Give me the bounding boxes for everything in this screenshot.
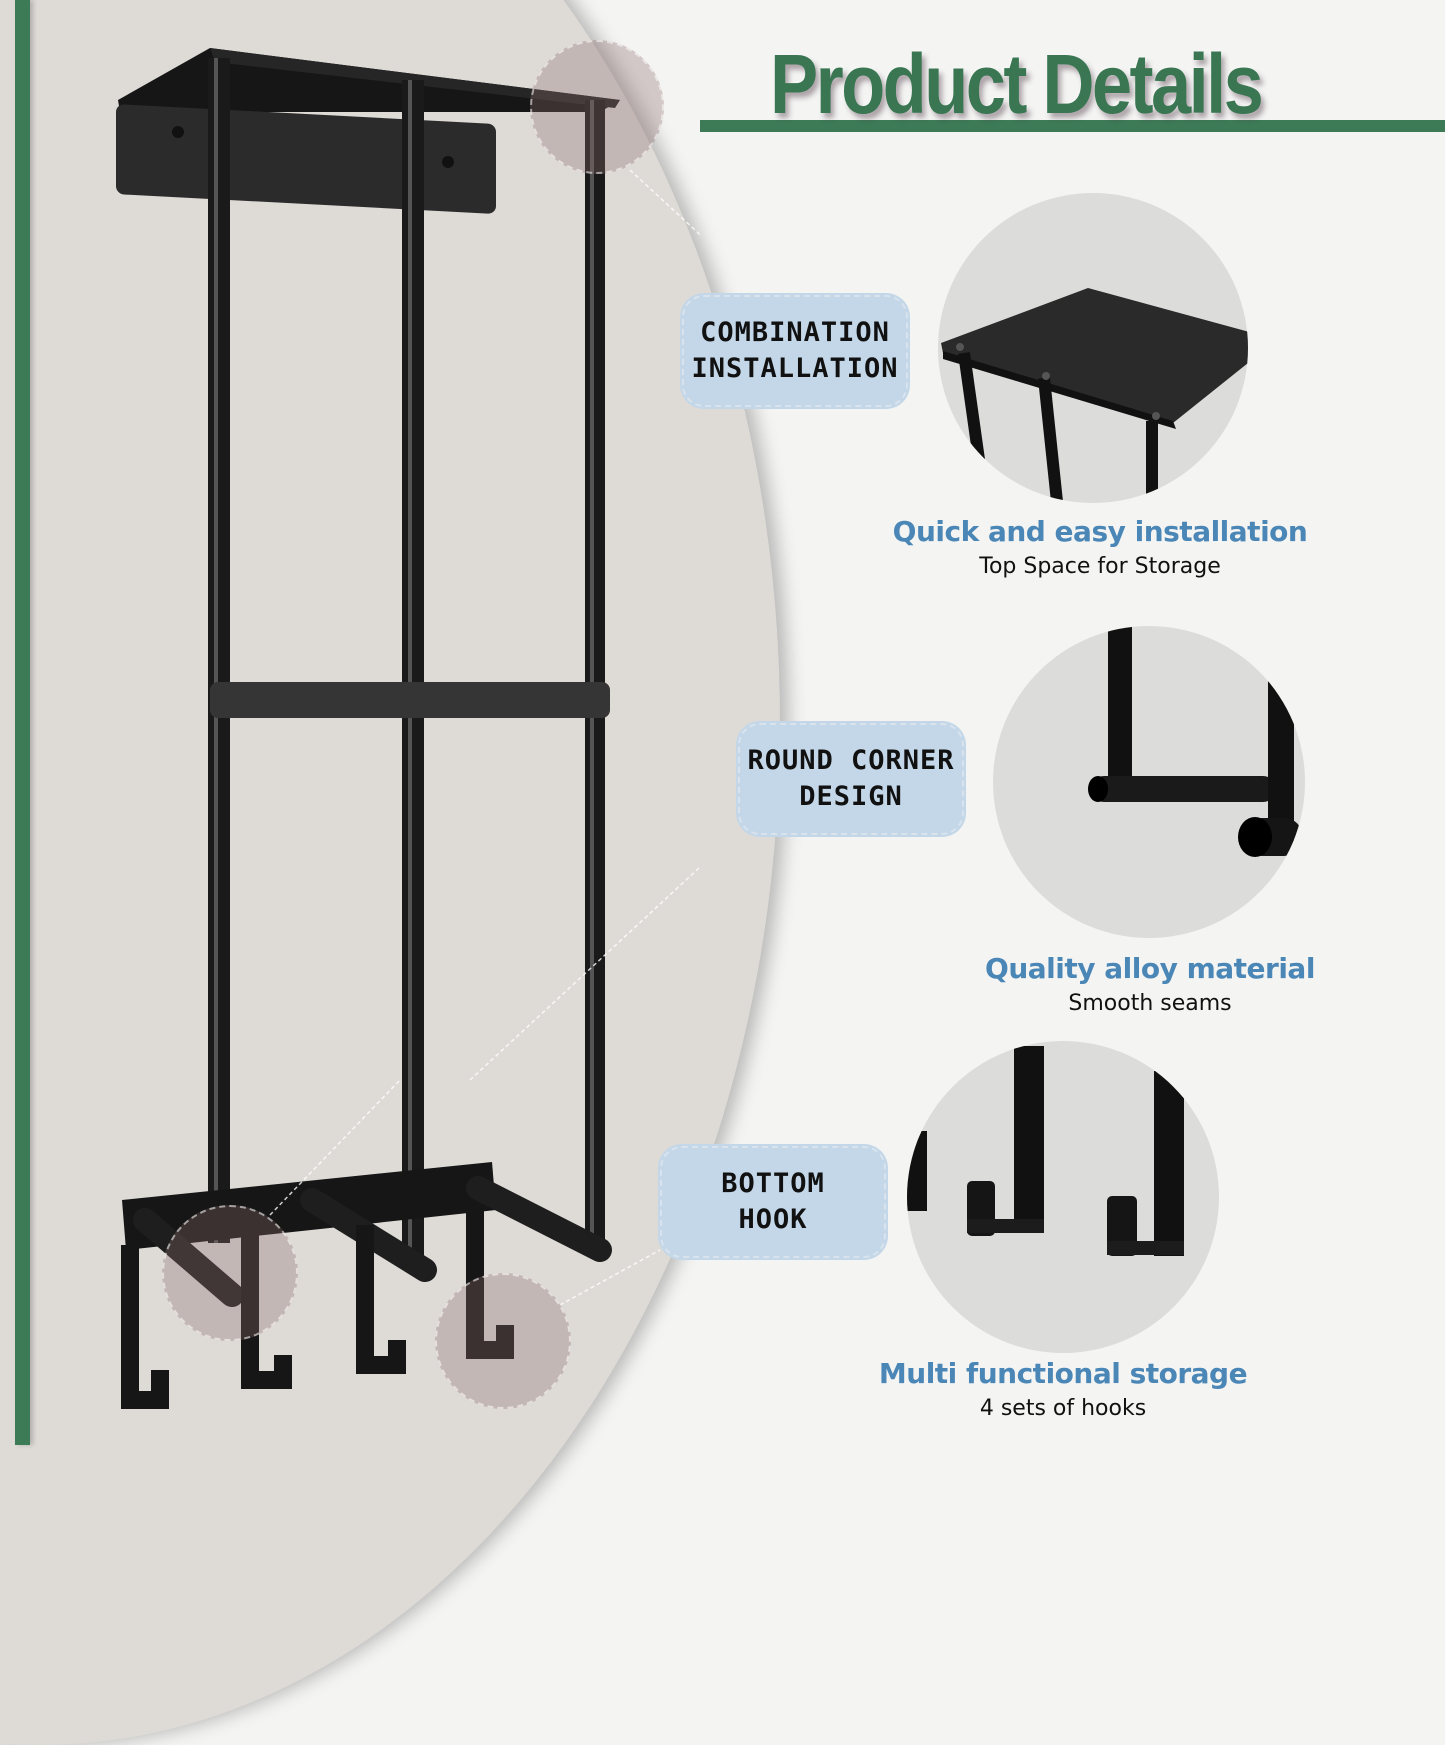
feature-caption-3: Multi functional storage 4 sets of hooks <box>853 1357 1273 1421</box>
feature-image-bottom-hooks <box>907 1041 1219 1353</box>
title-underline-bar <box>700 120 1445 132</box>
feature-heading: Multi functional storage <box>878 1357 1248 1390</box>
badge-line: ROUND CORNER <box>747 744 955 776</box>
highlight-hook <box>435 1273 571 1409</box>
feature-heading: Quick and easy installation <box>892 515 1308 548</box>
badge-line: INSTALLATION <box>691 353 899 384</box>
badge-line: COMBINATION <box>700 316 890 348</box>
badge-combination-installation: COMBINATION INSTALLATION <box>682 295 908 407</box>
feature-image-top-shelf <box>938 193 1248 503</box>
feature-caption-2: Quality alloy material Smooth seams <box>940 952 1360 1016</box>
highlight-rod-end <box>162 1205 298 1341</box>
highlight-top-corner <box>530 40 664 174</box>
badge-line: BOTTOM <box>721 1167 825 1199</box>
product-image <box>0 0 700 1445</box>
feature-subtext: Smooth seams <box>1068 991 1232 1016</box>
badge-line: HOOK <box>738 1204 808 1235</box>
feature-subtext: Top Space for Storage <box>979 554 1221 579</box>
badge-bottom-hook: BOTTOM HOOK <box>660 1146 886 1258</box>
rack-illustration <box>116 48 700 1409</box>
badge-line: DESIGN <box>799 781 903 812</box>
page-title: Product Details <box>770 37 1264 131</box>
feature-image-round-corner <box>993 626 1305 938</box>
feature-caption-1: Quick and easy installation Top Space fo… <box>890 515 1310 579</box>
green-accent-stripe <box>15 0 30 1445</box>
badge-round-corner-design: ROUND CORNER DESIGN <box>738 723 964 835</box>
feature-heading: Quality alloy material <box>985 952 1315 985</box>
feature-subtext: 4 sets of hooks <box>979 1396 1147 1421</box>
